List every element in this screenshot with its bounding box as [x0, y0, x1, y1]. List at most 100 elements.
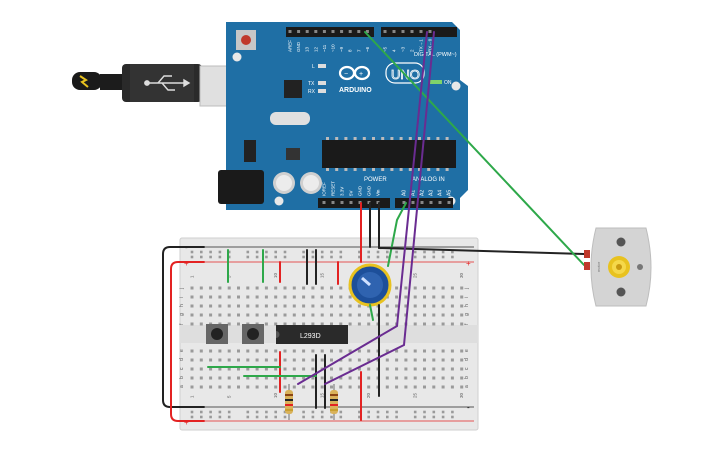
breadboard-hole[interactable] — [190, 295, 194, 299]
breadboard-hole[interactable] — [432, 322, 436, 326]
rail-hole[interactable] — [274, 250, 277, 254]
breadboard-hole[interactable] — [283, 295, 287, 299]
rail-hole[interactable] — [423, 255, 426, 259]
breadboard-hole[interactable] — [339, 286, 343, 290]
breadboard-hole[interactable] — [255, 313, 259, 317]
breadboard-hole[interactable] — [274, 367, 278, 371]
breadboard-hole[interactable] — [395, 367, 399, 371]
rail-hole[interactable] — [358, 410, 361, 414]
breadboard-hole[interactable] — [237, 295, 240, 299]
breadboard-hole[interactable] — [450, 313, 454, 317]
breadboard-hole[interactable] — [367, 322, 371, 326]
breadboard-hole[interactable] — [199, 367, 203, 371]
breadboard-hole[interactable] — [292, 286, 296, 290]
breadboard-hole[interactable] — [385, 376, 389, 380]
breadboard-hole[interactable] — [357, 367, 361, 371]
breadboard-hole[interactable] — [367, 313, 371, 317]
breadboard-hole[interactable] — [302, 295, 306, 299]
breadboard-hole[interactable] — [227, 286, 231, 290]
breadboard-hole[interactable] — [311, 367, 315, 371]
rail-hole[interactable] — [395, 255, 398, 259]
rail-hole[interactable] — [190, 415, 194, 419]
breadboard-hole[interactable] — [423, 295, 426, 299]
rail-hole[interactable] — [246, 415, 250, 419]
pin-hole[interactable] — [428, 30, 432, 33]
breadboard-hole[interactable] — [339, 322, 343, 326]
breadboard-hole[interactable] — [441, 313, 445, 317]
breadboard-hole[interactable] — [199, 385, 203, 389]
breadboard-hole[interactable] — [292, 322, 296, 326]
breadboard-hole[interactable] — [450, 322, 454, 326]
breadboard-hole[interactable] — [274, 385, 278, 389]
breadboard-hole[interactable] — [460, 313, 464, 317]
rail-hole[interactable] — [190, 410, 194, 414]
rail-hole[interactable] — [302, 410, 305, 414]
breadboard-hole[interactable] — [264, 286, 268, 290]
breadboard-hole[interactable] — [432, 304, 436, 308]
rail-hole[interactable] — [386, 255, 389, 259]
rail-hole[interactable] — [376, 410, 380, 414]
rail-hole[interactable] — [246, 250, 250, 254]
rail-hole[interactable] — [265, 250, 268, 254]
wires[interactable] — [162, 31, 585, 422]
breadboard-hole[interactable] — [423, 385, 426, 389]
rail-hole[interactable] — [320, 410, 324, 414]
pin-hole[interactable] — [383, 30, 387, 33]
rail-hole[interactable] — [413, 250, 417, 254]
breadboard-hole[interactable] — [264, 385, 268, 389]
breadboard-hole[interactable] — [413, 385, 417, 389]
rail-hole[interactable] — [451, 410, 454, 414]
rail-hole[interactable] — [386, 410, 389, 414]
breadboard-hole[interactable] — [395, 385, 399, 389]
rail-hole[interactable] — [330, 255, 333, 259]
breadboard-hole[interactable] — [264, 376, 268, 380]
breadboard-hole[interactable] — [423, 286, 426, 290]
rail-hole[interactable] — [200, 250, 203, 254]
rail-hole[interactable] — [367, 255, 370, 259]
breadboard-hole[interactable] — [209, 286, 213, 290]
rail-hole[interactable] — [330, 250, 333, 254]
breadboard-hole[interactable] — [264, 322, 268, 326]
breadboard-hole[interactable] — [209, 349, 213, 353]
pin-hole[interactable] — [410, 30, 414, 33]
breadboard-hole[interactable] — [227, 385, 231, 389]
breadboard-hole[interactable] — [227, 322, 231, 326]
rail-hole[interactable] — [255, 255, 259, 259]
breadboard-hole[interactable] — [320, 349, 324, 353]
rail-hole[interactable] — [255, 415, 259, 419]
breadboard-hole[interactable] — [330, 322, 333, 326]
breadboard-hole[interactable] — [218, 295, 222, 299]
breadboard-hole[interactable] — [320, 304, 324, 308]
pin-hole[interactable] — [348, 30, 352, 33]
pin-hole[interactable] — [438, 201, 442, 204]
breadboard-hole[interactable] — [292, 367, 296, 371]
breadboard-hole[interactable] — [348, 313, 352, 317]
breadboard-hole[interactable] — [190, 349, 194, 353]
breadboard-hole[interactable] — [302, 376, 306, 380]
breadboard-hole[interactable] — [311, 376, 315, 380]
breadboard-hole[interactable] — [395, 376, 399, 380]
breadboard-hole[interactable] — [404, 358, 408, 362]
pin-hole[interactable] — [376, 201, 380, 204]
breadboard-hole[interactable] — [283, 304, 287, 308]
breadboard-hole[interactable] — [311, 385, 315, 389]
breadboard-hole[interactable] — [423, 349, 426, 353]
breadboard-hole[interactable] — [209, 304, 213, 308]
rail-hole[interactable] — [218, 415, 222, 419]
rail-hole[interactable] — [265, 415, 268, 419]
breadboard-hole[interactable] — [292, 349, 296, 353]
breadboard-hole[interactable] — [432, 376, 436, 380]
rail-hole[interactable] — [339, 250, 343, 254]
pin-hole[interactable] — [447, 201, 451, 204]
pin-hole[interactable] — [331, 30, 335, 33]
rail-hole[interactable] — [432, 255, 436, 259]
resistor-1[interactable] — [285, 384, 293, 420]
breadboard-hole[interactable] — [432, 286, 436, 290]
breadboard-hole[interactable] — [441, 286, 445, 290]
pin-hole[interactable] — [401, 30, 405, 33]
breadboard-hole[interactable] — [190, 322, 194, 326]
breadboard-hole[interactable] — [330, 376, 333, 380]
rail-hole[interactable] — [432, 415, 436, 419]
power-analog-pin-header[interactable] — [322, 201, 451, 204]
